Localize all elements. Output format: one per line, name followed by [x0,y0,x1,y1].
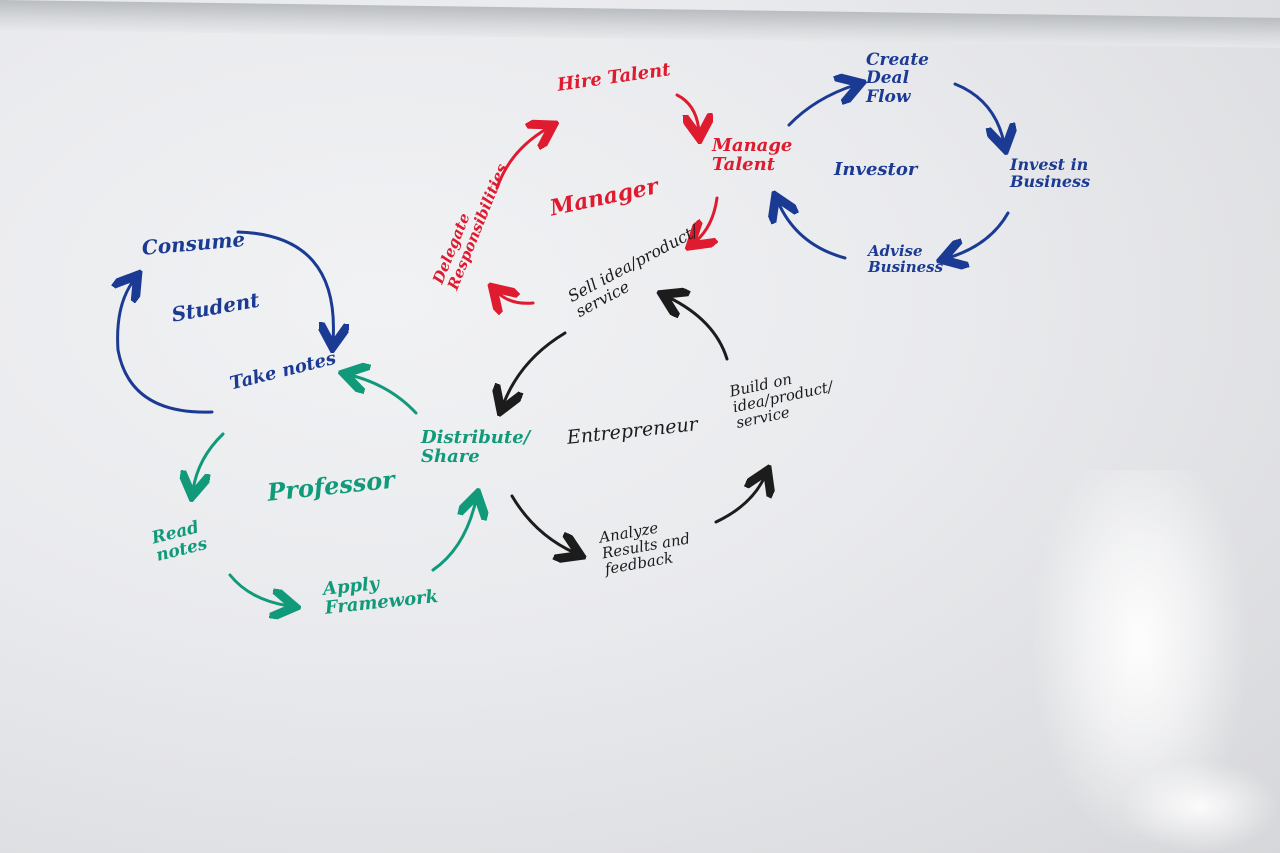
arrow-investor-1 [787,85,855,127]
arrow-manager-2 [675,93,699,132]
arrow-entrepreneur-1 [503,331,567,405]
arrow-entrepreneur-2 [510,494,575,553]
investor-center-label: Investor [834,159,918,180]
arrow-manager-1 [495,128,548,190]
arrow-investor-4 [778,202,847,260]
arrow-entrepreneur-4 [668,297,729,361]
light-glare-corner [1120,760,1280,853]
arrow-professor-3 [228,573,289,606]
investor-step-invest-in-business: Invest in Business [1010,155,1091,192]
manager-step-manage-talent: Manage Talent [712,135,793,176]
arrow-manager-4 [497,292,535,303]
arrow-professor-1 [350,375,418,415]
arrow-student-1 [236,230,333,341]
arrow-professor-2 [193,432,225,490]
arrow-entrepreneur-3 [714,476,765,524]
arrow-manager-3 [695,196,719,242]
investor-step-advise-business: Advise Business [868,242,944,277]
arrow-investor-3 [948,211,1010,258]
professor-step-distribute-share: Distribute/ Share [421,427,531,468]
arrow-professor-4 [431,500,476,572]
arrow-investor-2 [953,82,1004,143]
arrow-student-2 [118,280,214,414]
investor-step-create-deal-flow: Create Deal Flow [866,50,929,107]
